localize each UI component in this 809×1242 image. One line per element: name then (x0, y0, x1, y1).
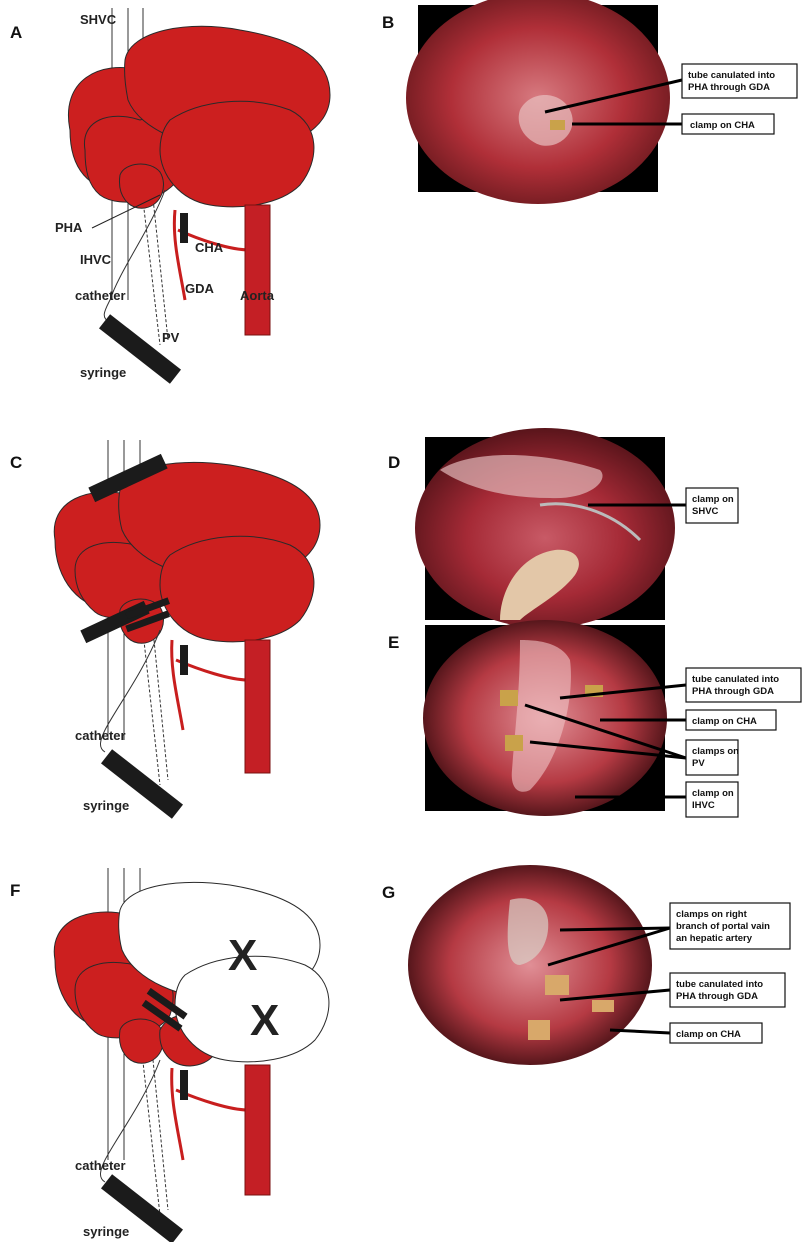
label-cha: CHA (195, 240, 224, 255)
panel-letter-e: E (388, 633, 399, 652)
callout-d-1-line2: SHVC (692, 506, 719, 517)
clamp-cha-c (180, 645, 188, 675)
photo-e-clamp-1 (500, 690, 518, 706)
panel-letter-c: C (10, 453, 22, 472)
x-mark-1: X (228, 931, 257, 980)
label-catheter-f: catheter (75, 1158, 126, 1173)
photo-g-clamp-2 (528, 1020, 550, 1040)
callout-g-1-line2: branch of portal vain (676, 921, 770, 932)
panel-letter-a: A (10, 23, 22, 42)
callout-e-1-line1: tube canulated into (692, 674, 779, 685)
label-syringe-f: syringe (83, 1224, 129, 1239)
callout-b-2-text: clamp on CHA (690, 120, 755, 131)
label-gda: GDA (185, 281, 215, 296)
callout-e-3-line1: clamps on (692, 746, 739, 757)
callout-g-3-text: clamp on CHA (676, 1029, 741, 1040)
callout-e-4-line1: clamp on (692, 788, 734, 799)
panel-letter-b: B (382, 13, 394, 32)
arrow-g-1 (560, 928, 670, 930)
label-syringe-c: syringe (83, 798, 129, 813)
panel-c: C catheter syringe (10, 440, 320, 819)
clamp-cha (180, 213, 188, 243)
panel-f: F X X catheter syringe (10, 868, 329, 1242)
label-pv: PV (162, 330, 180, 345)
callout-g-2-line1: tube canulated into (676, 979, 763, 990)
callout-e-4-line2: IHVC (692, 800, 715, 811)
caudate-lobe-f (120, 1019, 164, 1063)
panel-letter-g: G (382, 883, 395, 902)
callout-d-1-line1: clamp on (692, 494, 734, 505)
panel-letter-f: F (10, 881, 20, 900)
callout-e-3-line2: PV (692, 758, 705, 769)
callout-g-2-line2: PHA through GDA (676, 991, 758, 1002)
callout-b-1-line1: tube canulated into (688, 70, 775, 81)
liver-lobe-right (160, 101, 314, 207)
clamp-cha-f (180, 1070, 188, 1100)
label-catheter: catheter (75, 288, 126, 303)
x-mark-2: X (250, 996, 279, 1045)
aorta-f (245, 1065, 270, 1195)
photo-g-clamp-3 (592, 1000, 614, 1012)
callout-g-1-line3: an hepatic artery (676, 933, 753, 944)
caudate-lobe (120, 164, 164, 208)
label-pha: PHA (55, 220, 83, 235)
photo-b-clamp (550, 120, 565, 130)
aorta (245, 205, 270, 335)
liver-lobe-right-c (160, 536, 314, 642)
callout-g-1-line1: clamps on right (676, 909, 748, 920)
panel-letter-d: D (388, 453, 400, 472)
aorta-c (245, 640, 270, 773)
panel-a: A SHVC PHA IHVC CHA catheter GDA Aorta P… (10, 8, 330, 384)
label-syringe: syringe (80, 365, 126, 380)
callout-e-1-line2: PHA through GDA (692, 686, 774, 697)
label-aorta: Aorta (240, 288, 275, 303)
callout-b-1-line2: PHA through GDA (688, 82, 770, 93)
photo-e-clamp-2 (505, 735, 523, 751)
label-catheter-c: catheter (75, 728, 126, 743)
callout-e-2-text: clamp on CHA (692, 716, 757, 727)
photo-g-clamp-1 (545, 975, 569, 995)
label-shvc: SHVC (80, 12, 117, 27)
label-ihvc: IHVC (80, 252, 112, 267)
